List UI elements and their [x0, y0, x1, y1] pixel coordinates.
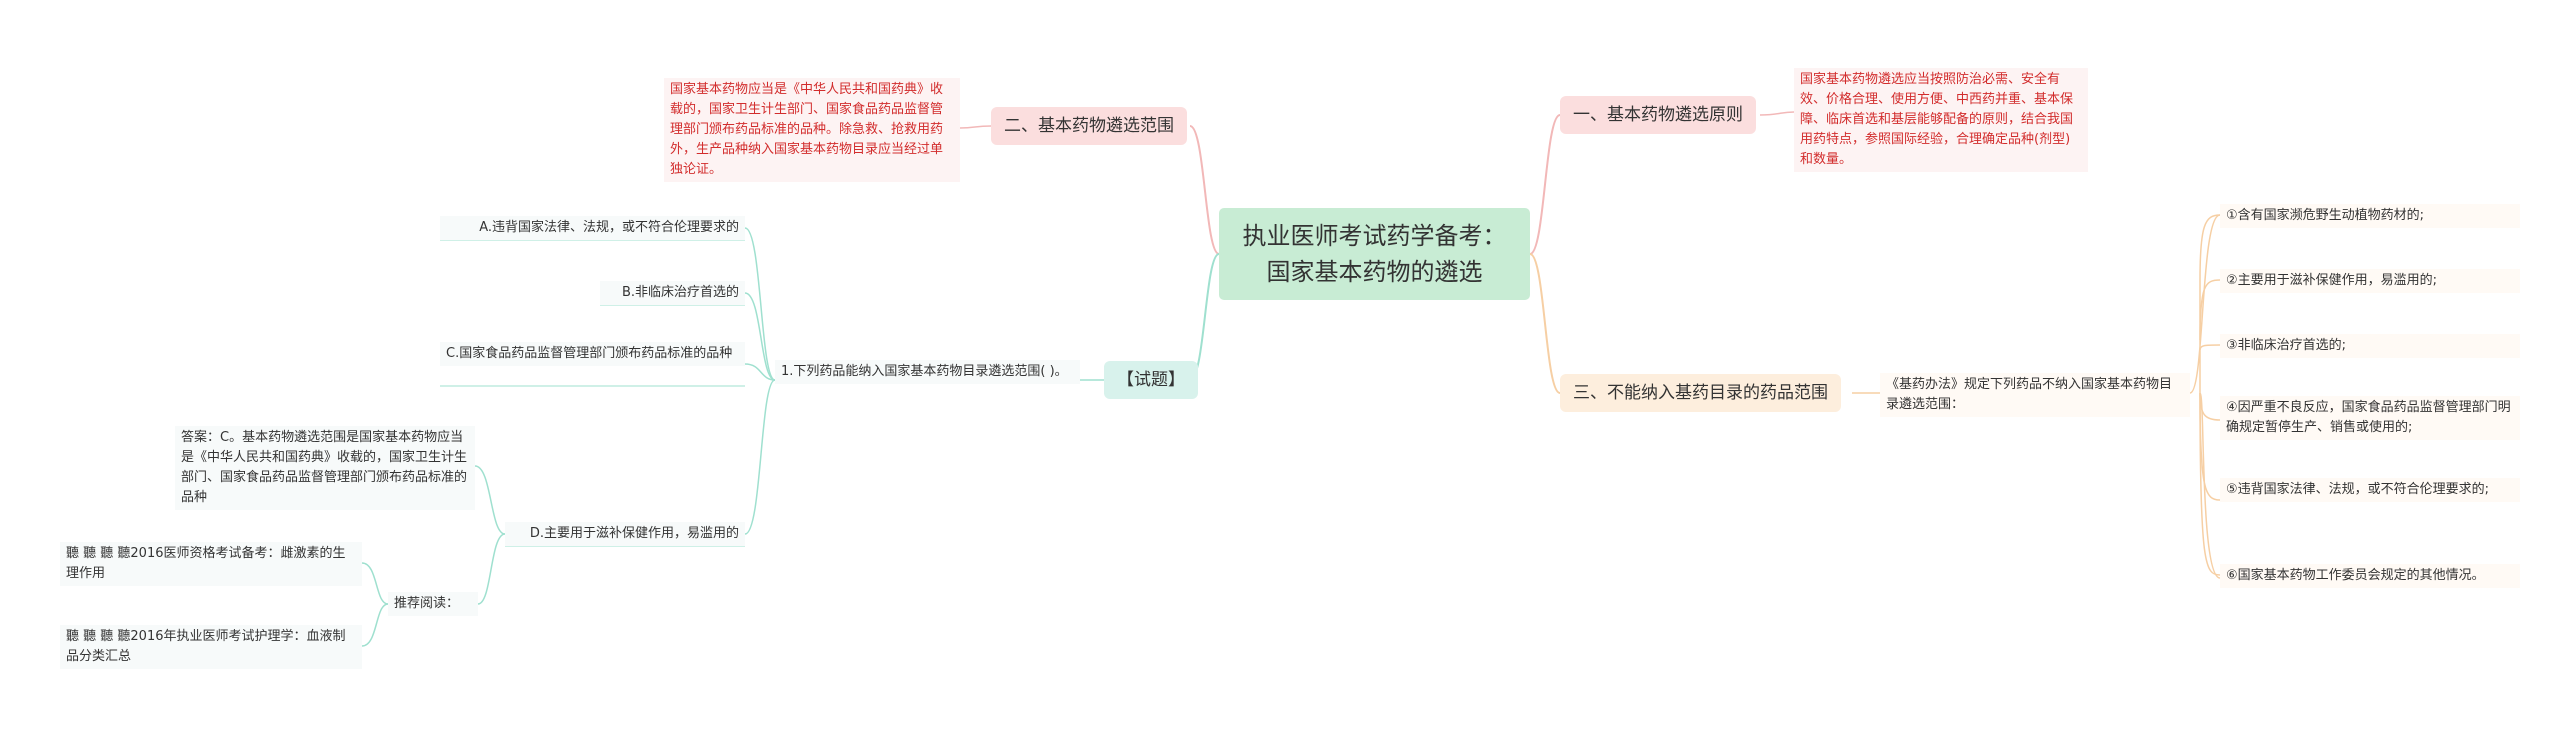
- excluded-item[interactable]: ⑤违背国家法律、法规，或不符合伦理要求的;: [2220, 478, 2520, 502]
- branch-label: 二、基本药物遴选范围: [1004, 116, 1174, 136]
- recommend-label[interactable]: 推荐阅读：: [388, 592, 478, 616]
- link-b1-detail: [1759, 111, 1795, 116]
- link-root-b1: [1529, 114, 1561, 255]
- link-root-b2: [1189, 125, 1220, 255]
- link-text: 聽 聽 聽 聽2016医师资格考试备考：雌激素的生理作用: [66, 546, 346, 581]
- link-q-b: [744, 292, 776, 381]
- link-item-1: [2199, 214, 2221, 281]
- item-text: ⑥国家基本药物工作委员会规定的其他情况。: [2226, 568, 2485, 583]
- principles-detail[interactable]: 国家基本药物遴选应当按照防治必需、安全有效、价格合理、使用方便、中西药并重、基本…: [1794, 68, 2088, 172]
- item-text: ③非临床治疗首选的;: [2226, 338, 2347, 353]
- link-b2-detail: [959, 125, 992, 129]
- link-d-answer: [474, 465, 506, 535]
- item-text: ①含有国家濒危野生动植物药材的;: [2226, 208, 2425, 223]
- link-root-b3: [1529, 253, 1561, 394]
- option-text: B.非临床治疗首选的: [621, 285, 739, 300]
- excluded-item[interactable]: ④因严重不良反应，国家食品药品监督管理部门明确规定暂停生产、销售或使用的;: [2220, 396, 2520, 440]
- recommend-text: 推荐阅读：: [394, 596, 460, 611]
- excluded-item[interactable]: ③非临床治疗首选的;: [2220, 334, 2520, 358]
- branch-label: 一、基本药物遴选原则: [1573, 105, 1743, 125]
- scope-detail[interactable]: 国家基本药物应当是《中华人民共和国药典》收载的，国家卫生计生部门、国家食品药品监…: [664, 78, 960, 182]
- link-intro-items: [2189, 214, 2221, 579]
- recommend-link[interactable]: 聽 聽 聽 聽2016年执业医师考试护理学：血液制品分类汇总: [60, 625, 362, 669]
- excluded-item[interactable]: ②主要用于滋补保健作用，易滥用的;: [2220, 269, 2520, 293]
- answer-text: 答案：C。基本药物遴选范围是国家基本药物应当是《中华人民共和国药典》收载的，国家…: [181, 430, 468, 505]
- item-text: ④因严重不良反应，国家食品药品监督管理部门明确规定暂停生产、销售或使用的;: [2226, 400, 2511, 435]
- root-title-line1: 执业医师考试药学备考：: [1242, 222, 1507, 250]
- link-item-2: [2199, 279, 2221, 341]
- detail-text: 国家基本药物遴选应当按照防治必需、安全有效、价格合理、使用方便、中西药并重、基本…: [1800, 72, 2074, 167]
- option-text: A.违背国家法律、法规，或不符合伦理要求的: [479, 220, 739, 235]
- option-c[interactable]: C.国家食品药品监督管理部门颁布药品标准的品种: [440, 342, 745, 366]
- option-a[interactable]: A.违背国家法律、法规，或不符合伦理要求的: [440, 216, 745, 240]
- exam-answer[interactable]: 答案：C。基本药物遴选范围是国家基本药物应当是《中华人民共和国药典》收载的，国家…: [175, 426, 475, 510]
- option-d[interactable]: D.主要用于滋补保健作用，易滥用的: [505, 522, 745, 546]
- recommend-link[interactable]: 聽 聽 聽 聽2016医师资格考试备考：雌激素的生理作用: [60, 542, 362, 586]
- link-q-a: [744, 227, 776, 381]
- link-item-4: [2199, 392, 2221, 421]
- exam-question[interactable]: 1.下列药品能纳入国家基本药物目录遴选范围( )。: [775, 360, 1080, 384]
- detail-text: 国家基本药物应当是《中华人民共和国药典》收载的，国家卫生计生部门、国家食品药品监…: [670, 82, 944, 177]
- excluded-item[interactable]: ⑥国家基本药物工作委员会规定的其他情况。: [2220, 564, 2520, 588]
- branch-label: 【试题】: [1117, 370, 1185, 390]
- root-topic[interactable]: 执业医师考试药学备考： 国家基本药物的遴选: [1219, 208, 1530, 300]
- excluded-item[interactable]: ①含有国家濒危野生动植物药材的;: [2220, 204, 2520, 228]
- branch-selection-scope[interactable]: 二、基本药物遴选范围: [991, 107, 1187, 145]
- option-text: D.主要用于滋补保健作用，易滥用的: [529, 526, 739, 541]
- option-text: C.国家食品药品监督管理部门颁布药品标准的品种: [446, 346, 733, 361]
- link-q-c: [744, 363, 776, 381]
- root-title-line2: 国家基本药物的遴选: [1266, 258, 1483, 286]
- branch-label: 三、不能纳入基药目录的药品范围: [1573, 383, 1828, 403]
- item-text: ②主要用于滋补保健作用，易滥用的;: [2226, 273, 2438, 288]
- option-b[interactable]: B.非临床治疗首选的: [600, 281, 745, 305]
- link-rec-1: [361, 562, 389, 605]
- branch-selection-principles[interactable]: 一、基本药物遴选原则: [1560, 96, 1756, 134]
- branch-excluded-scope[interactable]: 三、不能纳入基药目录的药品范围: [1560, 374, 1841, 412]
- question-text: 1.下列药品能纳入国家基本药物目录遴选范围( )。: [781, 364, 1068, 379]
- branch-exam[interactable]: 【试题】: [1104, 361, 1198, 399]
- excluded-intro[interactable]: 《基药办法》规定下列药品不纳入国家基本药物目录遴选范围：: [1880, 373, 2190, 417]
- link-rec-2: [361, 603, 389, 647]
- intro-text: 《基药办法》规定下列药品不纳入国家基本药物目录遴选范围：: [1886, 377, 2173, 412]
- link-q-d: [744, 379, 776, 535]
- link-item-6: [2199, 392, 2221, 576]
- item-text: ⑤违背国家法律、法规，或不符合伦理要求的;: [2226, 482, 2490, 497]
- link-text: 聽 聽 聽 聽2016年执业医师考试护理学：血液制品分类汇总: [66, 629, 346, 664]
- link-d-recommend: [477, 533, 506, 605]
- link-item-3: [2199, 344, 2221, 351]
